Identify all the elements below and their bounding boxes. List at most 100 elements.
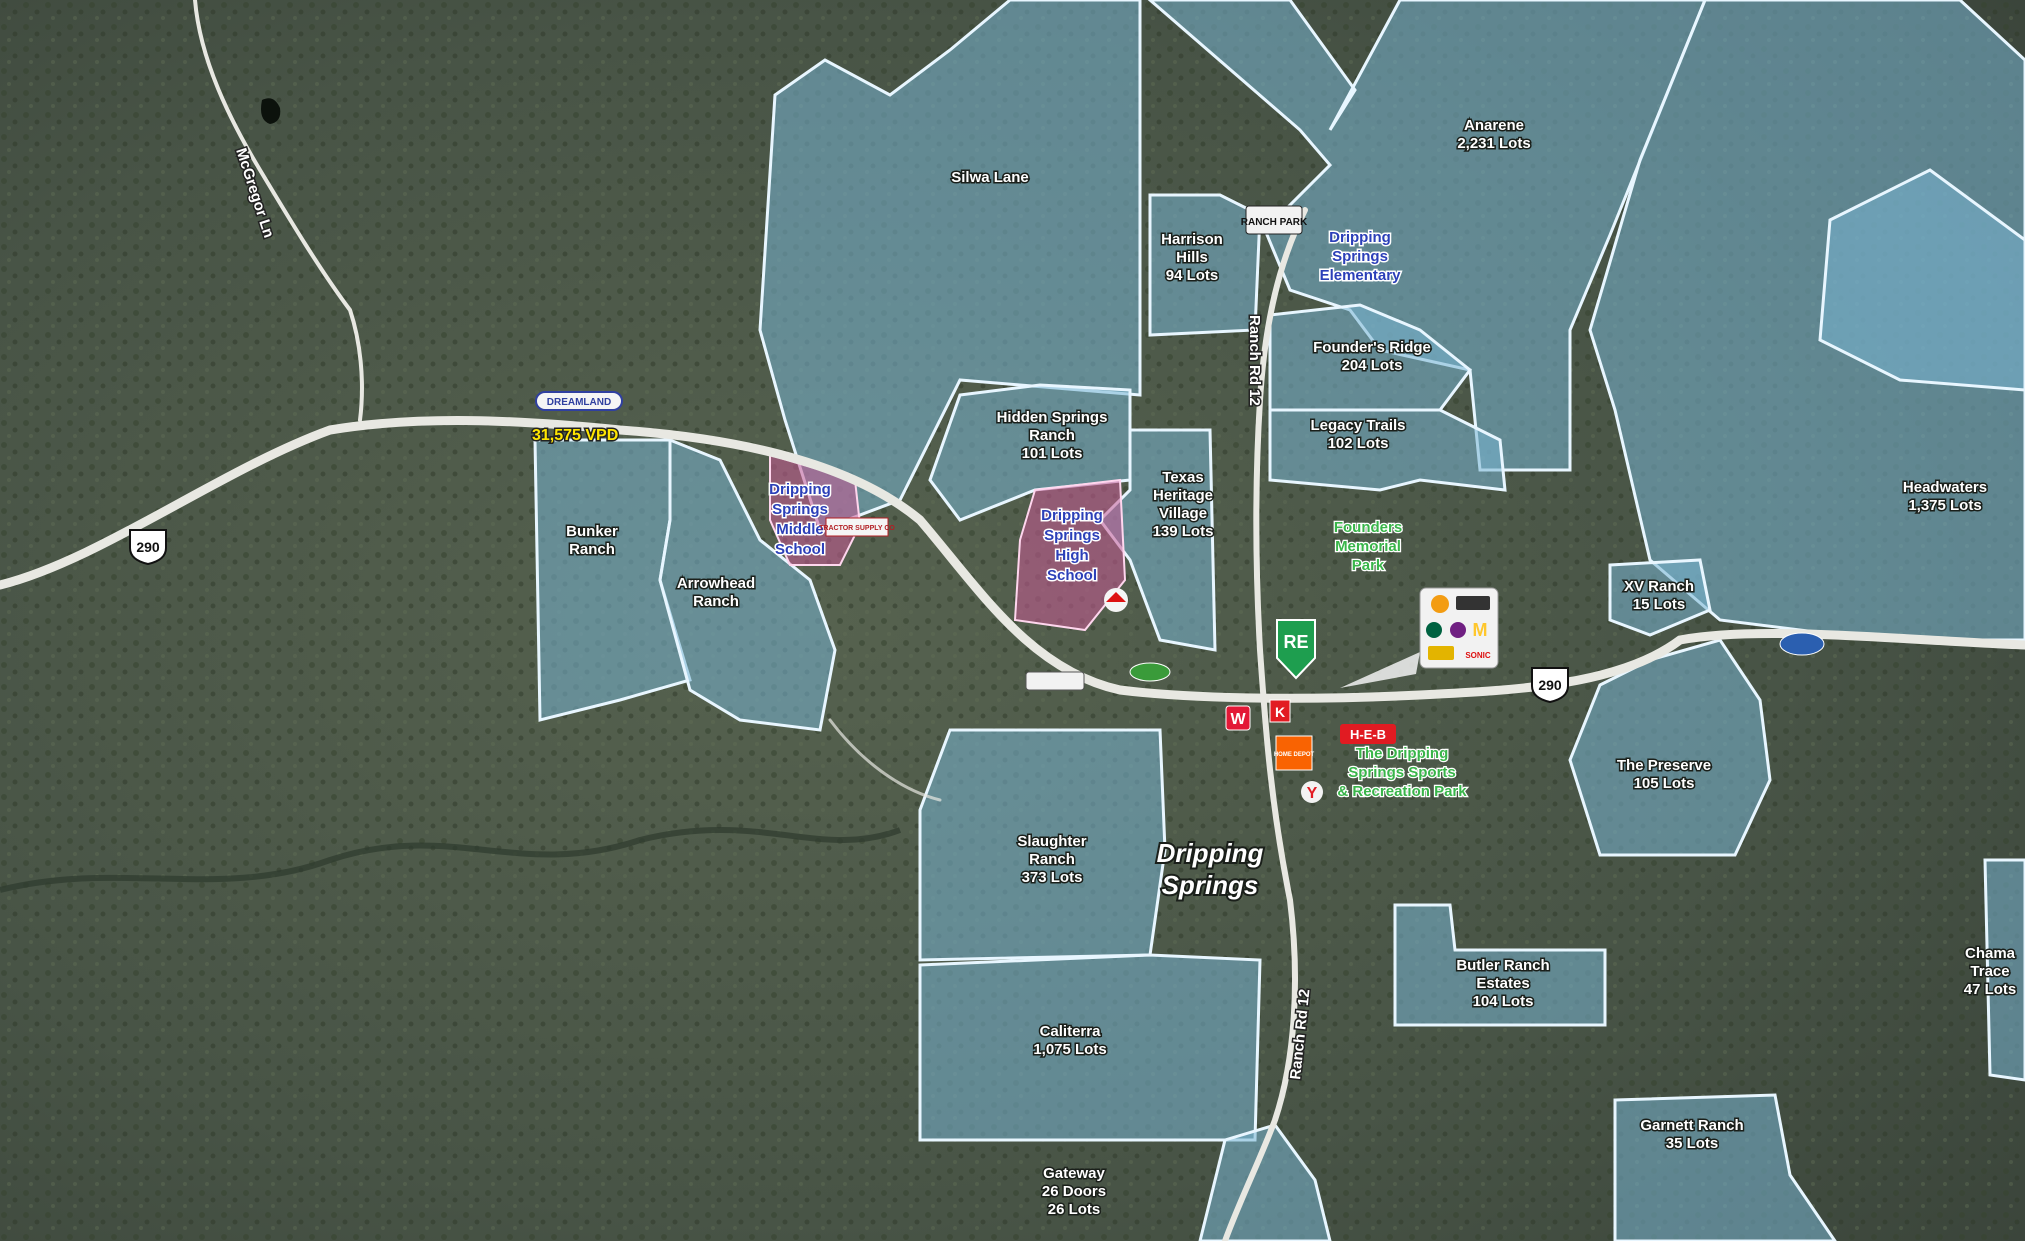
river [0, 827, 902, 893]
label-chama-trace-lots: 47 Lots [1964, 981, 2017, 998]
ranch-rd-12[interactable] [1222, 207, 1308, 1241]
label-headwaters-lots: 1,375 Lots [1908, 497, 1981, 514]
label-founders-ridge-lots: 204 Lots [1342, 357, 1403, 374]
poi-sonic-label: SONIC [1465, 651, 1491, 660]
label-hidden-springs-lots: 101 Lots [1022, 445, 1083, 462]
label-sports-park-2: Springs Sports [1348, 764, 1456, 781]
label-harrison-hills-lots: 94 Lots [1166, 267, 1219, 284]
poi-ymca[interactable]: Y [1301, 781, 1323, 803]
label-high-school-4: School [1047, 567, 1097, 584]
label-high-school: Dripping [1041, 507, 1103, 524]
poi-circle-k[interactable]: K [1269, 699, 1291, 723]
label-sports-park-3: & Recreation Park [1337, 783, 1467, 800]
label-elementary: Dripping [1329, 229, 1391, 246]
subdivision-texas-heritage[interactable] [1098, 428, 1217, 652]
poi-ranch-park[interactable]: RANCH PARK [1241, 205, 1308, 235]
label-founders-park: Founders [1334, 519, 1402, 536]
label-the-preserve: The Preserve [1617, 757, 1711, 774]
whataburger-icon [1431, 595, 1449, 613]
poi-dreamland[interactable]: DREAMLAND [535, 391, 623, 411]
label-high-school-2: Springs [1044, 527, 1100, 544]
poi-dairy-queen[interactable] [1129, 662, 1171, 682]
label-garnett-ranch-lots: 35 Lots [1666, 1135, 1719, 1152]
label-harrison-hills: Harrison [1161, 231, 1223, 248]
label-ranch-rd-north: Ranch Rd 12 [1246, 315, 1263, 406]
label-gateway-doors: 26 Doors [1042, 1183, 1106, 1200]
label-xv-ranch: XV Ranch [1624, 578, 1694, 595]
mcgregor-ln[interactable] [193, 0, 364, 422]
subdivision-the-preserve[interactable] [1568, 638, 1772, 857]
subdivision-arrowhead-ranch[interactable] [658, 437, 837, 732]
pond [261, 98, 281, 124]
poi-business-east[interactable] [1779, 632, 1825, 656]
label-texas-heritage-lots: 139 Lots [1153, 523, 1214, 540]
poi-home-depot-label: HOME DEPOT [1274, 752, 1315, 758]
label-chama-trace-2: Trace [1970, 963, 2009, 980]
label-xv-ranch-lots: 15 Lots [1633, 596, 1686, 613]
label-city: Dripping [1157, 838, 1264, 868]
subdivision-gateway[interactable] [1198, 1123, 1332, 1241]
label-butler-ranch-lots: 104 Lots [1473, 993, 1534, 1010]
highway-shield-east: 290 [1531, 667, 1569, 704]
shield-label-west: 290 [136, 539, 160, 555]
local-road[interactable] [828, 718, 942, 802]
label-gateway-lots: 26 Lots [1048, 1201, 1101, 1218]
label-bunker-ranch: Bunker [566, 523, 618, 540]
poi-restaurant-red[interactable] [1104, 588, 1128, 612]
subdivision-caliterra[interactable] [918, 953, 1262, 1142]
label-hidden-springs: Hidden Springs [997, 409, 1108, 426]
subdivision-butler-ranch[interactable] [1393, 903, 1607, 1027]
label-bunker-ranch-2: Ranch [569, 541, 615, 558]
subdivision-labels: Silwa Lane Anarene 2,231 Lots Harrison H… [565, 116, 2018, 1220]
subdivision-xv-ranch[interactable] [1608, 558, 1712, 637]
subdivision-chama-trace[interactable] [1983, 858, 2025, 1082]
school-high[interactable] [1013, 478, 1127, 632]
label-silwa-lane: Silwa Lane [951, 169, 1029, 186]
subdivision-harrison-hills[interactable] [1148, 193, 1262, 337]
label-middle-school-2: Springs [772, 501, 828, 518]
subdivision-legacy-trails[interactable] [1268, 408, 1507, 492]
label-chama-trace: Chama [1965, 945, 2016, 962]
poi-ranch-park-label: RANCH PARK [1241, 217, 1308, 228]
label-founders-park-2: Memorial [1335, 538, 1401, 555]
label-butler-ranch-2: Estates [1476, 975, 1529, 992]
poi-dreamland-label: DREAMLAND [547, 397, 611, 408]
taco-bell-icon [1450, 622, 1466, 638]
label-gateway: Gateway [1043, 1165, 1105, 1182]
poi-subject-marker[interactable]: RE [1276, 619, 1316, 680]
label-city-2: Springs [1162, 870, 1259, 900]
label-legacy-trails: Legacy Trails [1310, 417, 1405, 434]
label-slaughter-ranch: Slaughter [1017, 833, 1086, 850]
label-texas-heritage-2: Heritage [1153, 487, 1213, 504]
subdivision-headwaters-inner[interactable] [1818, 168, 2025, 392]
poi-restaurant-cluster[interactable]: M SONIC [1340, 587, 1499, 688]
circle-k-icon: K [1275, 704, 1285, 720]
label-high-school-3: High [1055, 547, 1088, 564]
highway-290[interactable] [0, 416, 2025, 703]
subdivision-headwaters[interactable] [1588, 0, 2025, 642]
poi-heb[interactable]: H-E-B [1340, 724, 1396, 744]
poi-tractor-supply-label: TRACTOR SUPPLY CO [819, 525, 895, 532]
label-slaughter-ranch-lots: 373 Lots [1022, 869, 1083, 886]
label-arrowhead-ranch: Arrowhead [677, 575, 755, 592]
label-slaughter-ranch-2: Ranch [1029, 851, 1075, 868]
label-harrison-hills-2: Hills [1176, 249, 1208, 266]
label-butler-ranch: Butler Ranch [1456, 957, 1549, 974]
label-middle-school: Dripping [769, 481, 831, 498]
label-elementary-3: Elementary [1320, 267, 1402, 284]
poi-home-depot[interactable]: HOME DEPOT [1274, 735, 1315, 771]
poi-walgreens[interactable]: W [1225, 705, 1251, 731]
school-labels: Dripping Springs Middle School Dripping … [768, 228, 1403, 586]
poi-tractor-supply[interactable]: TRACTOR SUPPLY CO [819, 517, 895, 537]
label-caliterra-lots: 1,075 Lots [1033, 1041, 1106, 1058]
subdivision-garnett-ranch[interactable] [1613, 1093, 1837, 1241]
label-elementary-2: Springs [1332, 248, 1388, 265]
highway-shield-west: 290 [129, 529, 167, 566]
school-layer [769, 453, 1127, 632]
red-roof-icon [1106, 592, 1126, 602]
starbucks-icon [1426, 622, 1442, 638]
poi-subject-marker-label: RE [1283, 632, 1308, 652]
poi-business-west[interactable] [1025, 671, 1085, 691]
